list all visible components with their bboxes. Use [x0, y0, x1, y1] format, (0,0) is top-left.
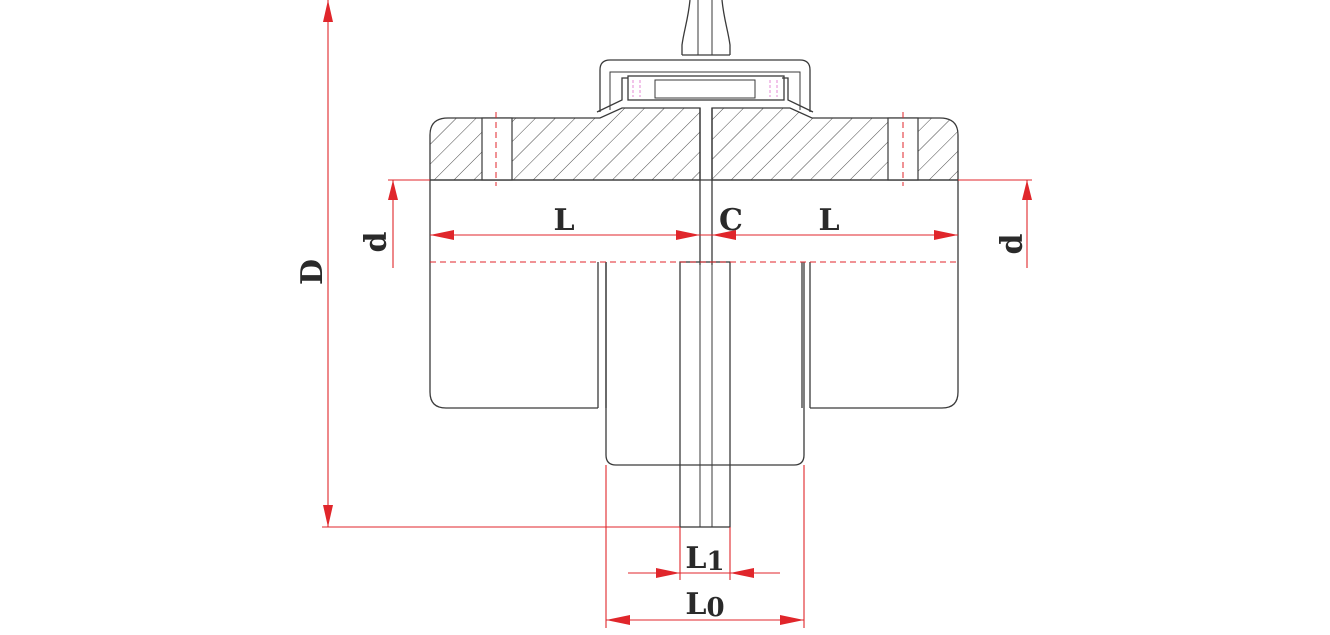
label-L0-sub: 0: [707, 593, 725, 623]
label-L0: L0: [685, 587, 724, 623]
dimension-labels: D d d L C L L1 L0: [295, 203, 1030, 623]
label-d-right: d: [995, 233, 1030, 254]
hub-body-lower: [429, 180, 959, 528]
label-L-left: L: [553, 203, 574, 238]
label-L1-sub: 1: [707, 547, 725, 577]
hub-section-upper: [429, 107, 959, 265]
label-d-left: d: [359, 231, 394, 252]
top-stem: [681, 0, 731, 56]
label-D: D: [295, 259, 330, 285]
label-L1-main: L: [685, 541, 706, 576]
dimensions: [322, 0, 1032, 628]
label-C: C: [719, 203, 743, 238]
label-L0-main: L: [685, 587, 706, 622]
cover-housing: [596, 59, 814, 113]
label-L1: L1: [685, 541, 724, 577]
label-L-right: L: [818, 203, 839, 238]
